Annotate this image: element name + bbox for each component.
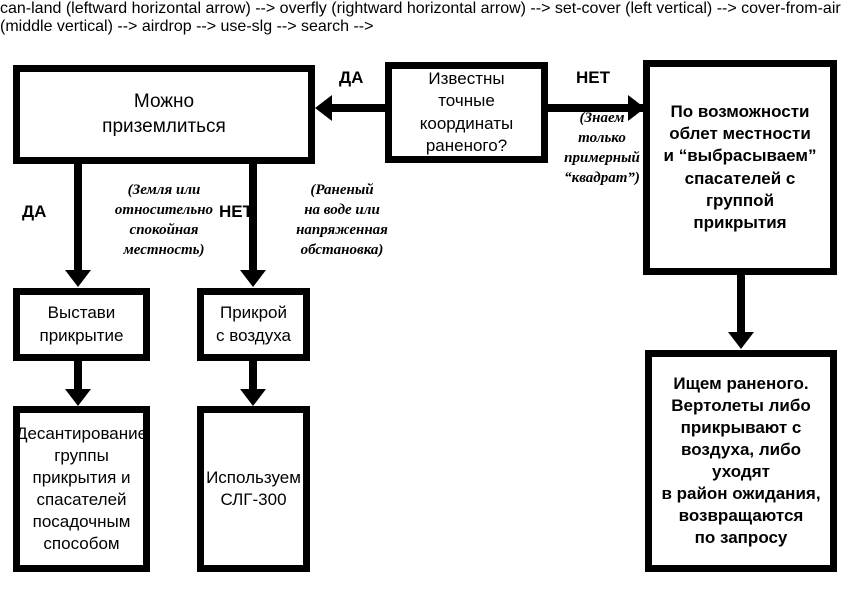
node-set-cover[interactable]: Выстави прикрытие xyxy=(13,288,150,361)
node-cover-from-air[interactable]: Прикрой с воздуха xyxy=(197,288,310,361)
edge-label-yes-to-can-land: ДА xyxy=(339,68,364,87)
node-known-coordinates-label: Известны точные координаты раненого? xyxy=(419,69,514,155)
node-use-slg-300[interactable]: Используем СЛГ-300 xyxy=(197,406,310,572)
connector-cover-air-to-slg xyxy=(249,359,257,391)
edge-note-can-land-yes: (Земля или относительно спокойная местно… xyxy=(114,182,214,259)
edge-note-no-to-overfly: (Знаем только примерный “квадрат”) xyxy=(564,110,640,187)
arrowhead-overfly-to-search xyxy=(728,332,754,349)
connector-can-land-yes xyxy=(74,162,82,272)
edge-note-can-land-no: (Раненый на воде или напряженная обстано… xyxy=(296,182,388,259)
node-use-slg-300-label: Используем СЛГ-300 xyxy=(206,467,301,509)
node-can-land[interactable]: Можно приземлиться xyxy=(13,65,315,164)
node-can-land-label: Можно приземлиться xyxy=(102,90,226,137)
node-cover-from-air-label: Прикрой с воздуха xyxy=(216,303,291,345)
connector-can-land-no xyxy=(249,162,257,272)
edge-label-can-land-no: НЕТ xyxy=(219,202,253,221)
node-set-cover-label: Выстави прикрытие xyxy=(39,303,124,345)
connector-yes-to-can-land xyxy=(332,104,387,112)
edge-label-can-land-yes: ДА xyxy=(22,202,47,221)
node-search-for-wounded[interactable]: Ищем раненого. Вертолеты либо прикрывают… xyxy=(645,350,837,572)
arrowhead-cover-air-to-slg xyxy=(240,389,266,406)
node-overfly-label: По возможности облет местности и “выбрас… xyxy=(663,102,817,232)
arrowhead-no-to-overfly xyxy=(628,95,645,121)
connector-no-to-overfly xyxy=(546,104,643,112)
node-search-label: Ищем раненого. Вертолеты либо прикрывают… xyxy=(661,373,821,548)
node-airdrop-landing-method[interactable]: Десантирование группы прикрытия и спасат… xyxy=(13,406,150,572)
arrowhead-set-cover-to-airdrop xyxy=(65,389,91,406)
arrowhead-can-land-yes xyxy=(65,270,91,287)
node-overfly-and-drop-rescuers[interactable]: По возможности облет местности и “выбрас… xyxy=(643,60,837,275)
node-known-coordinates[interactable]: Известны точные координаты раненого? xyxy=(385,62,548,163)
arrowhead-can-land-no xyxy=(240,270,266,287)
connector-overfly-to-search xyxy=(737,273,745,335)
edge-label-no-to-overfly: НЕТ xyxy=(576,68,610,87)
arrowhead-yes-to-can-land xyxy=(315,95,332,121)
node-airdrop-label: Десантирование группы прикрытия и спасат… xyxy=(15,423,148,554)
connector-set-cover-to-airdrop xyxy=(74,359,82,391)
